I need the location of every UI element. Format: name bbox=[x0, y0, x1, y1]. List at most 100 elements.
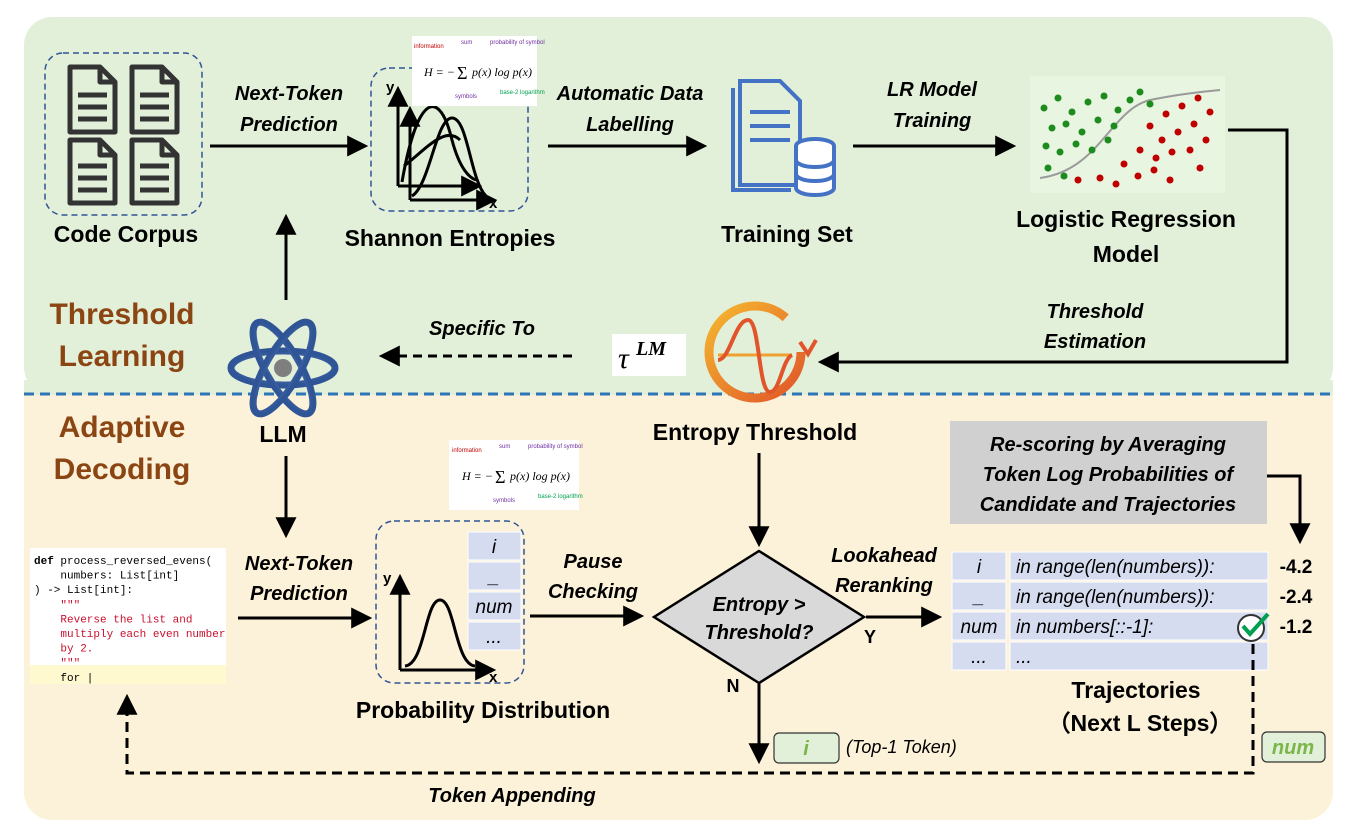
logistic-regression-plot bbox=[1030, 76, 1225, 193]
green-point bbox=[1060, 172, 1068, 180]
rescoring-label-3: Candidate and Trajectories bbox=[980, 494, 1236, 516]
traj-text: in range(len(numbers)): bbox=[1016, 557, 1215, 578]
entropy-formula-top: H = − Σ p(x) log p(x) information sum pr… bbox=[412, 36, 545, 106]
green-point bbox=[1088, 146, 1096, 154]
specific-to-label: Specific To bbox=[429, 318, 535, 340]
traj-text-cell bbox=[1009, 581, 1269, 611]
code-corpus-icon bbox=[44, 52, 203, 216]
traj-text-cell bbox=[1009, 611, 1269, 641]
rescoring-box bbox=[950, 421, 1267, 524]
red-point bbox=[1206, 108, 1214, 116]
traj-text: ... bbox=[1016, 647, 1032, 668]
token-appending-label: Token Appending bbox=[428, 785, 595, 807]
lr-training-label-2: Training bbox=[893, 110, 972, 132]
tau-lm-symbol: τ LM bbox=[612, 334, 686, 376]
red-point bbox=[1112, 180, 1120, 188]
svg-text:symbols: symbols bbox=[493, 498, 515, 504]
traj-text-cell bbox=[1009, 641, 1269, 671]
svg-text:probability of symbol: probability of symbol bbox=[490, 40, 545, 46]
green-point bbox=[1114, 106, 1122, 114]
red-point bbox=[1152, 154, 1160, 162]
traj-token: num bbox=[961, 617, 998, 638]
svg-text:LM: LM bbox=[635, 338, 667, 360]
traj-token: ... bbox=[971, 647, 987, 668]
svg-text:probability of symbol: probability of symbol bbox=[528, 444, 583, 450]
auto-label-1: Automatic Data bbox=[556, 83, 704, 105]
red-point bbox=[1174, 128, 1182, 136]
logreg-label-1: Logistic Regression bbox=[1016, 206, 1236, 232]
code-line: by 2. bbox=[34, 644, 93, 656]
svg-text:y: y bbox=[383, 570, 392, 587]
svg-text:base-2 logarithm: base-2 logarithm bbox=[500, 90, 545, 96]
top1-token-box bbox=[773, 732, 840, 764]
trajectories-title-1: Trajectories bbox=[1071, 677, 1200, 703]
num-badge-box bbox=[1261, 731, 1326, 763]
traj-text: in range(len(numbers)): bbox=[1016, 587, 1215, 608]
red-point bbox=[1158, 136, 1166, 144]
token-cell bbox=[467, 621, 522, 651]
green-point bbox=[1068, 108, 1076, 116]
next-token-label-bottom-2: Prediction bbox=[250, 583, 348, 605]
rescoring-label-2: Token Log Probabilities of bbox=[983, 464, 1236, 486]
threshold-learning-panel bbox=[24, 17, 1333, 395]
svg-text:x: x bbox=[489, 195, 498, 212]
svg-text:H = −: H = − bbox=[423, 65, 455, 79]
traj-score: -2.4 bbox=[1280, 587, 1313, 608]
svg-text:sum: sum bbox=[461, 40, 472, 46]
red-point bbox=[1074, 176, 1082, 184]
token-text: ... bbox=[486, 627, 502, 648]
green-point bbox=[1054, 94, 1062, 102]
green-point bbox=[1072, 140, 1080, 148]
code-line: multiply each even number bbox=[34, 629, 225, 641]
top1-label: (Top-1 Token) bbox=[846, 737, 957, 757]
green-point bbox=[1078, 128, 1086, 136]
token-cell bbox=[467, 591, 522, 621]
red-point bbox=[1150, 166, 1158, 174]
traj-score: -1.2 bbox=[1280, 617, 1313, 638]
red-point bbox=[1120, 160, 1128, 168]
lookahead-label-1: Lookahead bbox=[831, 545, 937, 567]
code-corpus-label: Code Corpus bbox=[54, 221, 198, 247]
traj-text: in numbers[::-1]: bbox=[1016, 617, 1153, 638]
traj-text-cell bbox=[1009, 551, 1269, 581]
code-line: def process_reversed_evens( bbox=[34, 556, 212, 568]
red-point bbox=[1096, 174, 1104, 182]
green-point bbox=[1040, 104, 1048, 112]
red-point bbox=[1196, 164, 1204, 172]
green-point bbox=[1048, 124, 1056, 132]
code-line: """ bbox=[34, 658, 80, 670]
token-cell bbox=[467, 531, 522, 561]
red-point bbox=[1194, 94, 1202, 102]
top1-token: i bbox=[803, 738, 809, 760]
svg-text:H = −: H = − bbox=[461, 469, 493, 483]
traj-token-cell bbox=[951, 581, 1007, 611]
traj-score: -4.2 bbox=[1280, 557, 1313, 578]
trajectories-title-2: （Next L Steps） bbox=[1048, 710, 1233, 736]
svg-text:information: information bbox=[414, 44, 444, 50]
traj-token-cell bbox=[951, 611, 1007, 641]
training-set-label: Training Set bbox=[721, 221, 853, 247]
green-point bbox=[1062, 120, 1070, 128]
green-point bbox=[1042, 142, 1050, 150]
token-text: num bbox=[476, 597, 513, 618]
green-point bbox=[1094, 116, 1102, 124]
rescoring-label-1: Re-scoring by Averaging bbox=[990, 434, 1226, 456]
red-point bbox=[1190, 120, 1198, 128]
code-line: for | bbox=[34, 673, 93, 685]
next-token-label-bottom-1: Next-Token bbox=[245, 553, 353, 575]
next-token-label-top-2: Prediction bbox=[240, 114, 338, 136]
red-point bbox=[1136, 146, 1144, 154]
code-line: ) -> List[int]: bbox=[34, 585, 133, 597]
svg-text:information: information bbox=[452, 448, 482, 454]
entropy-threshold-icon bbox=[704, 301, 818, 403]
red-point bbox=[1134, 172, 1142, 180]
token-appending-loop bbox=[116, 644, 1255, 775]
threshold-estimation-label-2: Estimation bbox=[1044, 331, 1146, 353]
no-label: N bbox=[727, 676, 740, 696]
svg-text:sum: sum bbox=[499, 444, 510, 450]
lr-training-label-1: LR Model bbox=[887, 79, 977, 101]
svg-text:y: y bbox=[386, 79, 395, 96]
green-point bbox=[1110, 122, 1118, 130]
traj-token: i bbox=[977, 557, 982, 578]
